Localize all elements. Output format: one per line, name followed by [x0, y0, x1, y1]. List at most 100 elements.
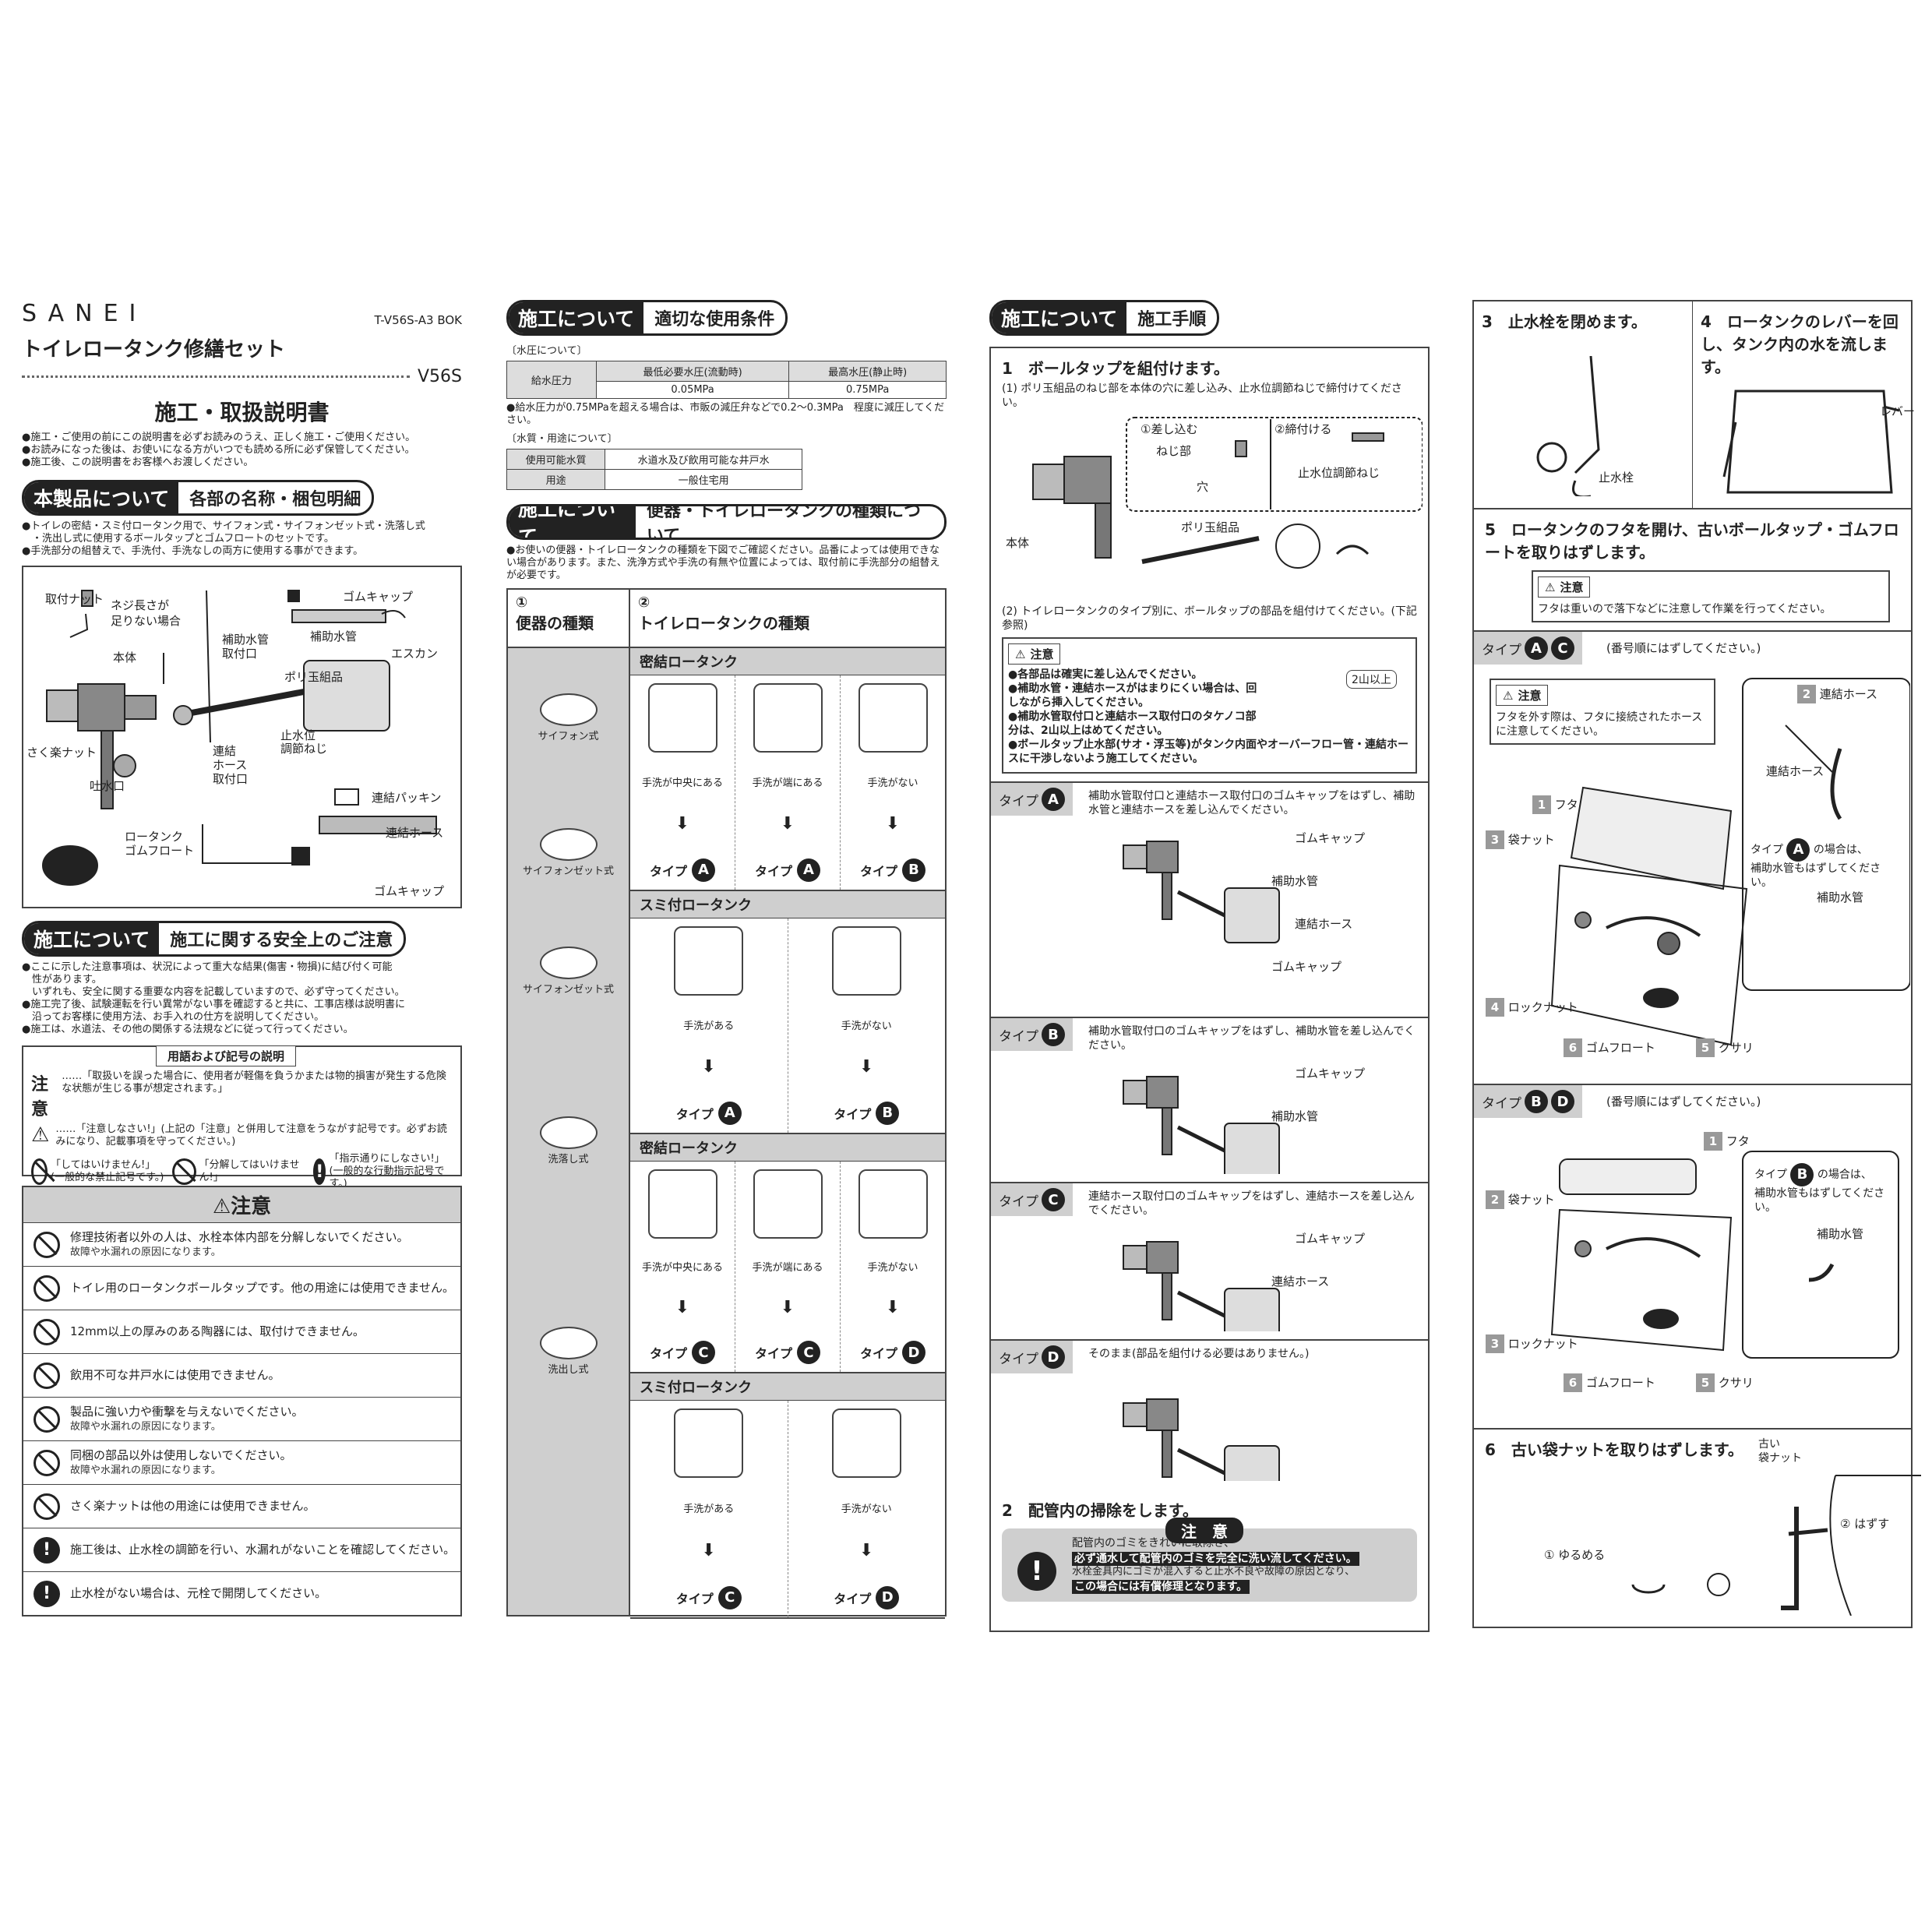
type-b-note: タイプ B の場合は、 補助水管もはずしてください。 [1754, 1163, 1895, 1215]
instruction-icon: ! [313, 1158, 326, 1185]
type-badge: B [902, 858, 925, 882]
exclamation-icon: ! [33, 1536, 60, 1564]
label-nut-note: ネジ長さが [111, 598, 170, 612]
label-adjust: 調節ねじ [280, 742, 328, 756]
procedure-header: 施工について 施工手順 [989, 300, 1220, 336]
label-renketsu-port: 連結 [213, 744, 237, 758]
type-a-note: タイプ A の場合は、 補助水管もはずしてください。 [1750, 838, 1891, 890]
down-arrow-icon: ⬇ [885, 814, 901, 834]
warning-line: 水栓金具内にゴミが混入すると止水不良や故障の原因となり、 [1072, 1566, 1356, 1578]
pill-sub: 適切な使用条件 [654, 310, 775, 330]
caution-subtext: 故障や水漏れの原因になります。 [70, 1246, 221, 1258]
tank-icon [858, 1169, 928, 1239]
pill-main: 本製品について [24, 482, 179, 513]
down-arrow-icon: ⬇ [675, 814, 690, 834]
handwash-label: 手洗がある [683, 1503, 735, 1515]
label-renketsu-port: 取付口 [213, 772, 249, 786]
old-nut-illustration [1631, 1475, 1921, 1616]
handwash-label: 手洗がない [867, 1262, 918, 1274]
caution-text: 同梱の部品以外は使用しないでください。 [70, 1447, 292, 1462]
pill-main: 施工について [992, 302, 1127, 333]
toilet-type: サイフォン式 [508, 648, 629, 788]
symbol-desc: 「分解してはいけません!」 [199, 1159, 300, 1183]
col2-number: ② [638, 594, 650, 611]
stopcock-label: 止水栓 [1599, 471, 1634, 485]
old-nut-label: 古い [1758, 1438, 1780, 1451]
caution-tag: ⚠注意 [1008, 643, 1061, 665]
parts-diagram: 取付ナット ネジ長さが 足りない場合 本体 さく楽ナット 吐水口 ゴムキャップ … [22, 566, 462, 908]
pill-main: 施工について [509, 506, 636, 538]
warning-line: 必ず通水して配管内のゴミを完全に洗い流してください。 [1072, 1552, 1359, 1566]
screw-label: ねじ部 [1156, 444, 1192, 458]
step-3-title: 3 止水栓を閉めます。 [1482, 312, 1647, 331]
desc-line: ●施工完了後、試験運転を行い異常がない事を確認すると共に、工事店様は説明書に [22, 999, 405, 1010]
type-instruction: そのまま(部品を組付ける必要はありません。) [1088, 1348, 1310, 1360]
terms-box: 用語および記号の説明 注意 ……「取扱いを誤った場合に、使用者が軽傷を負うかまた… [22, 1045, 462, 1190]
label-hojo-port: 補助水管 [222, 633, 270, 647]
label-adjust: 止水位 [280, 728, 316, 742]
insert-label: ①差し込む [1141, 422, 1198, 436]
loosen-label: ① ゆるめる [1544, 1548, 1606, 1562]
toilet-label: サイフォンゼット式 [522, 984, 614, 996]
pressure-row-label: 給水圧力 [506, 361, 597, 399]
toilet-bowl-icon [539, 947, 598, 979]
exclamation-icon: ! [33, 1580, 60, 1607]
quality-key: 用途 [506, 469, 606, 490]
type-badge: D [902, 1341, 925, 1364]
prohibited-icon [33, 1231, 60, 1258]
max-pressure-head: 最高水圧(静止時) [788, 361, 947, 382]
part-label: 連結ホース [1271, 1274, 1330, 1289]
label-packing: 連結パッキン [372, 791, 442, 805]
step-6-section: 6 古い袋ナットを取りはずします。 古い 袋ナット ① ゆるめる ② はずす [1474, 1430, 1921, 1616]
type-instruction: 補助水管取付口と連結ホース取付口のゴムキャップをはずし、補助水管と連結ホースを差… [1088, 790, 1416, 816]
desc-line: ●ここに示した注意事項は、状況によって重大な結果(傷害・物損)に結び付く可能 [22, 961, 393, 973]
tank-icon [753, 1169, 823, 1239]
type-badge: C [692, 1341, 715, 1364]
label-cap2: ゴムキャップ [374, 884, 445, 898]
tank-type-heading: 密結ロータンク [630, 1134, 945, 1162]
toilet-type: サイフォンゼット式 [508, 917, 629, 1026]
caution-item: 製品に強い力や衝撃を与えないでください。故障や水漏れの原因になります。 [23, 1397, 460, 1440]
steps-box: 3 止水栓を閉めます。 止水栓 4 ロータンクのレバーを回し、タンク内の水を流し… [1472, 300, 1921, 1628]
poly-label: ポリ玉組品 [1181, 520, 1240, 534]
label-step-1: 1 フタ [1704, 1132, 1750, 1151]
toilet-label: サイフォンゼット式 [522, 865, 614, 877]
down-arrow-icon: ⬇ [859, 1057, 874, 1077]
caution-text: さく楽ナットは他の用途には使用できません。 [70, 1499, 316, 1513]
types-desc: ●お使いの便器・トイレロータンクの種類を下図でご確認ください。品番によっては使用… [506, 545, 940, 581]
terms-caution-word: 注意 [31, 1075, 49, 1119]
pill-sub: 便器・トイレロータンクの種類について [646, 504, 921, 540]
step-5-title: 5 ロータンクのフタを開け、古いボールタップ・ゴムフロートを取りはずします。 [1485, 520, 1899, 562]
old-nut-label: 袋ナット [1758, 1452, 1802, 1465]
pill-main: 施工について [509, 302, 644, 333]
intro-note: ●施工後、この説明書をお客様へお渡しください。 [22, 457, 254, 468]
step-1-1: (1) ポリ玉組品のねじ部を本体の穴に差し込み、止水位調節ねじで締付けてください… [1002, 383, 1402, 409]
type-instruction: 補助水管取付口のゴムキャップをはずし、補助水管を差し込んでください。 [1088, 1025, 1416, 1052]
desc-line: 沿ってお客様に使用方法、お手入れの仕方を説明してください。 [22, 1011, 325, 1023]
lid-hose-note: フタを外す際は、フタに接続されたホースに注意してください。 [1496, 711, 1703, 738]
part-label: 補助水管 [1271, 1109, 1319, 1123]
hole-label: 穴 [1197, 480, 1209, 494]
caution-item: ●補助水管・連結ホースがはまりにくい場合は、回しながら挿入してください。 [1008, 682, 1257, 709]
parts-illustration [42, 590, 437, 886]
toilet-bowl-icon [539, 827, 598, 861]
toilet-label: 洗出し式 [548, 1363, 589, 1376]
step-1-2: (2) トイレロータンクのタイプ別に、ボールタップの部品を組付けてください。(下… [1002, 605, 1417, 632]
handwash-label: 手洗がない [841, 1503, 892, 1515]
warning-triangle-icon: ⚠ [1015, 647, 1026, 661]
caution-text: 製品に強い力や衝撃を与えないでください。 [70, 1404, 304, 1419]
handwash-label: 手洗がある [683, 1020, 735, 1032]
quality-value: 水道水及び飲用可能な井戸水 [605, 449, 802, 470]
label-nut-note: 足りない場合 [111, 614, 182, 628]
